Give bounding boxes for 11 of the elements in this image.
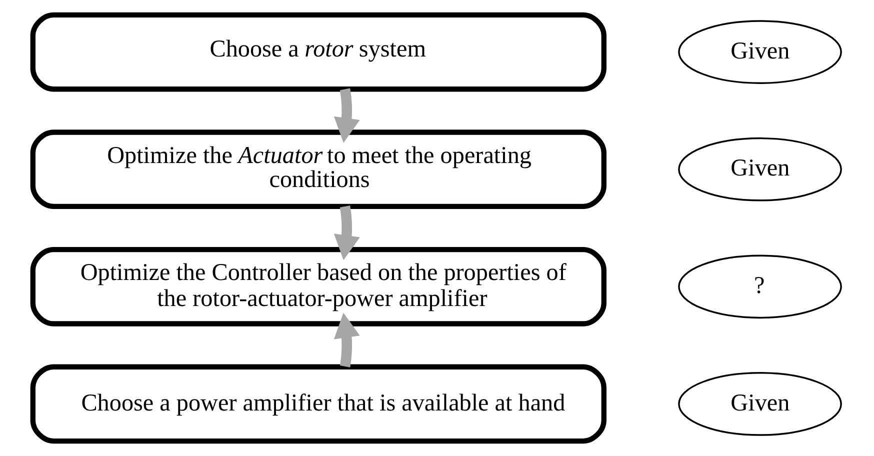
node-ellipse: Given: [678, 137, 842, 202]
node-box: Choose a rotor system: [30, 12, 606, 92]
node-ellipse: Given: [678, 372, 842, 436]
node-ellipse: Given: [678, 20, 842, 84]
arrow: [334, 88, 360, 143]
node-box: Optimize the Controller based on the properties of the rotor-actuator-power amplifier: [30, 246, 606, 326]
node-box: Choose a power amplifier that is available at hand: [30, 364, 606, 444]
node-box: Optimize the Actuator to meet the operating conditions: [30, 130, 606, 210]
arrow: [334, 206, 360, 260]
arrow: [334, 312, 360, 368]
node-ellipse: ?: [678, 254, 842, 319]
